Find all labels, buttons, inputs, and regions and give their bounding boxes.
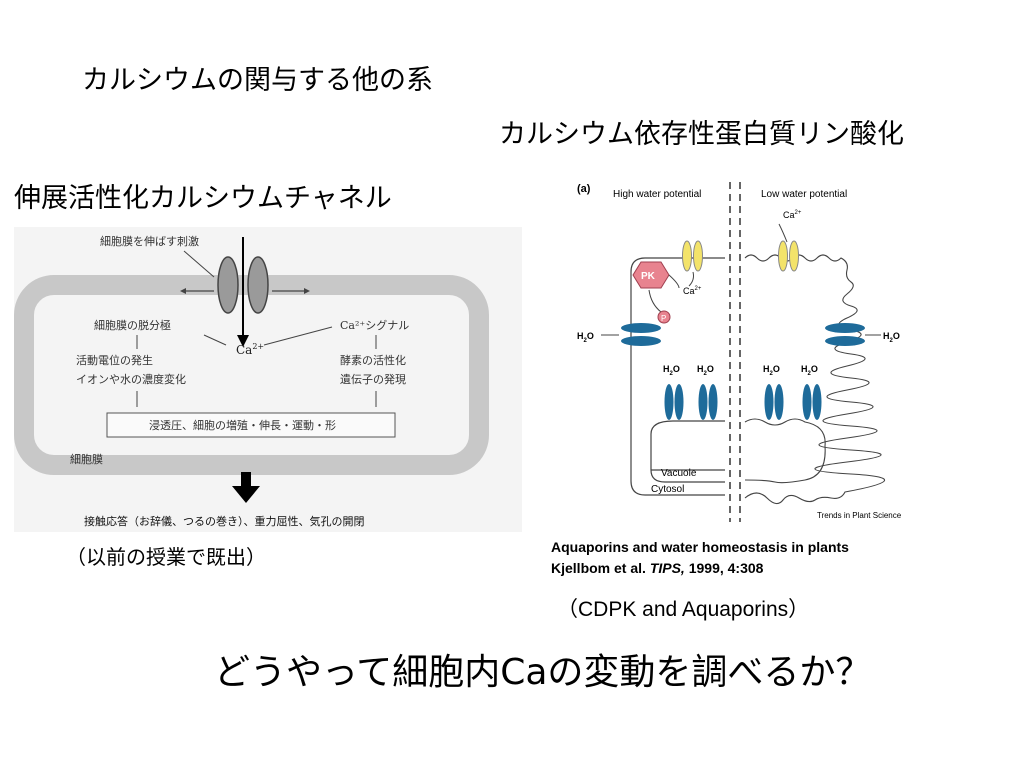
channel-left-half: [217, 256, 239, 314]
pk-label: PK: [641, 271, 656, 282]
response-arrow: [232, 486, 260, 503]
aquaporin-diagram: (a) High water potential Low water poten…: [565, 176, 915, 526]
low-water-potential-label: Low water potential: [761, 189, 847, 200]
channel-right-half: [247, 256, 269, 314]
protein-kinase-icon: [632, 261, 670, 289]
h2o-inner-1: H2O: [663, 364, 680, 377]
previous-lecture-note: （以前の授業で既出）: [66, 545, 266, 569]
calcium-signal-label: Ca²⁺シグナル: [340, 318, 409, 332]
ion-water-label: イオンや水の濃度変化: [76, 372, 186, 386]
responses-label: 接触応答（お辞儀、つるの巻き）、重力屈性、気孔の開閉: [84, 514, 365, 528]
h2o-outer-right: H2O: [883, 331, 900, 344]
title-calcium-dependent-phosphorylation: カルシウム依存性蛋白質リン酸化: [499, 119, 904, 150]
cdpk-aquaporins-note: （CDPK and Aquaporins）: [557, 598, 810, 621]
calcium-label: Ca2+: [236, 342, 264, 357]
panel-label: (a): [577, 183, 591, 195]
gene-expression-label: 遺伝子の発現: [340, 372, 406, 386]
plasma-aquaporin-left: [621, 323, 661, 333]
aquaporin-svg: (a) High water potential Low water poten…: [577, 182, 902, 522]
depolarization-label: 細胞膜の脱分極: [94, 318, 171, 332]
title-stretch-activated-channel: 伸展活性化カルシウムチャネル: [14, 183, 392, 214]
title-other-calcium-systems: カルシウムの関与する他の系: [82, 65, 433, 96]
citation-title: Aquaporins and water homeostasis in plan…: [551, 539, 849, 555]
tonoplast-aquaporin-3: [764, 384, 774, 420]
h2o-outer-left: H2O: [577, 331, 594, 344]
calcium-label-right: Ca2+: [783, 210, 802, 220]
tonoplast-aquaporin-4: [802, 384, 812, 420]
svg-text:P: P: [661, 314, 666, 323]
tonoplast-aquaporin-1: [664, 384, 674, 420]
enzyme-activation-label: 酵素の活性化: [340, 353, 406, 367]
shrunken-cell-outline: [744, 254, 886, 505]
calcium-channel-left: [682, 240, 692, 272]
citation: Aquaporins and water homeostasis in plan…: [551, 537, 849, 579]
h2o-inner-3: H2O: [763, 364, 780, 377]
question-text: どうやって細胞内Caの変動を調べるか？: [214, 652, 872, 693]
cytosol-label: Cytosol: [651, 484, 684, 495]
membrane-label: 細胞膜: [70, 453, 103, 466]
citation-source: Kjellbom et al. TIPS, 1999, 4:308: [551, 560, 764, 576]
stretch-channel-diagram: 細胞膜を伸ばす刺激 Ca2+ 細胞膜の脱分極 活動電位の発生 イオンや水の濃度変…: [14, 227, 522, 532]
phosphate-icon: [657, 310, 671, 324]
stimulus-label: 細胞膜を伸ばす刺激: [100, 234, 199, 248]
vacuole-label: Vacuole: [661, 468, 697, 479]
h2o-inner-2: H2O: [697, 364, 714, 377]
stretch-channel-svg: 細胞膜を伸ばす刺激 Ca2+ 細胞膜の脱分極 活動電位の発生 イオンや水の濃度変…: [14, 234, 489, 528]
plasma-aquaporin-right: [825, 323, 865, 333]
calcium-channel-right: [778, 240, 788, 272]
calcium-influx-arrow: [237, 335, 249, 347]
result-box-label: 浸透圧、細胞の増殖・伸長・運動・形: [149, 418, 336, 432]
journal-credit: Trends in Plant Science: [817, 511, 902, 520]
action-potential-label: 活動電位の発生: [76, 353, 153, 367]
tonoplast-aquaporin-2: [698, 384, 708, 420]
result-box: [106, 412, 396, 438]
calcium-label-left: Ca2+: [683, 286, 702, 296]
h2o-inner-4: H2O: [801, 364, 818, 377]
high-water-potential-label: High water potential: [613, 189, 701, 200]
